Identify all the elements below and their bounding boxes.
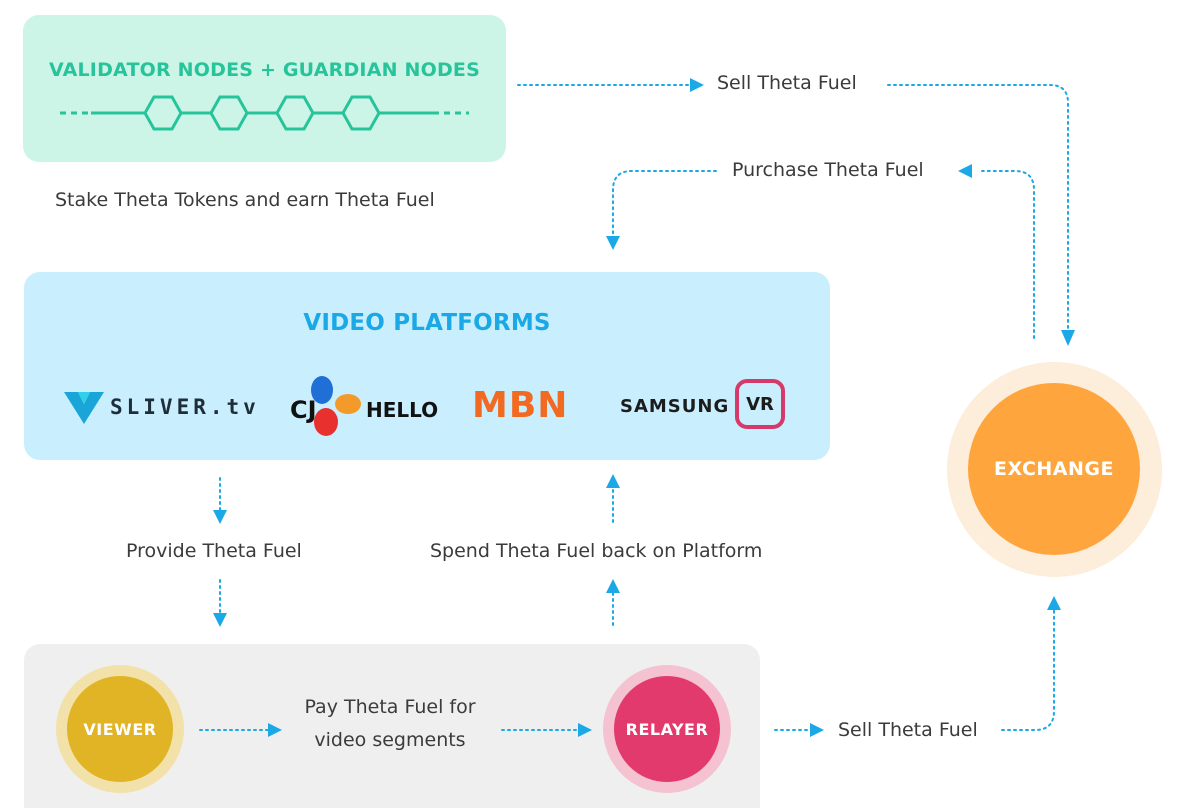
samsung-vr-logo: VR [735,379,785,429]
arrowhead-down-icon [213,510,227,524]
arrowhead-right-icon [690,78,704,92]
exchange-node: EXCHANGE [968,383,1140,555]
flow-provide: Provide Theta Fuel [126,540,302,562]
arrowhead-left-icon [958,164,972,178]
mbn-logo: MBN [472,385,569,426]
cj-wordmark: CJ [290,396,317,424]
arrowhead-right-icon [268,723,282,737]
sliver-tv-logo [64,392,104,424]
exchange-label: EXCHANGE [994,458,1114,480]
platforms-title: VIDEO PLATFORMS [303,310,551,336]
relayer-label: RELAYER [625,719,709,739]
arrowhead-up-icon [606,579,620,593]
validators-caption: Stake Theta Tokens and earn Theta Fuel [55,189,435,211]
validator-nodes-panel: VALIDATOR NODES + GUARDIAN NODES [23,15,506,162]
flow-purchase: Purchase Theta Fuel [732,159,924,181]
hello-wordmark: HELLO [366,398,439,422]
video-platforms-panel: VIDEO PLATFORMS [24,272,830,460]
cj-hello-logo [311,376,361,436]
viewer-node: VIEWER [67,676,173,782]
relayer-node: RELAYER [614,676,720,782]
arrowhead-up-icon [606,474,620,488]
flow-sell-bottom: Sell Theta Fuel [838,719,978,741]
vr-wordmark: VR [746,393,774,415]
flow-pay-line2: video segments [314,729,466,751]
arrowhead-down-icon [213,613,227,627]
arrowhead-right-icon [810,723,824,737]
hexagon-chain-icon [60,95,469,131]
arrowhead-up-icon [1047,596,1061,610]
flow-sell-top: Sell Theta Fuel [717,72,857,94]
validators-title: VALIDATOR NODES + GUARDIAN NODES [48,59,480,81]
arrowhead-down-icon [1061,330,1075,346]
arrowhead-right-icon [578,723,592,737]
sliver-tv-wordmark: SLIVER.tv [110,395,260,419]
arrowhead-down-icon [606,236,620,250]
samsung-wordmark: SAMSUNG [620,396,730,417]
viewer-label: VIEWER [83,719,157,739]
flow-pay-line1: Pay Theta Fuel for [304,696,476,718]
flow-spend: Spend Theta Fuel back on Platform [430,540,763,562]
